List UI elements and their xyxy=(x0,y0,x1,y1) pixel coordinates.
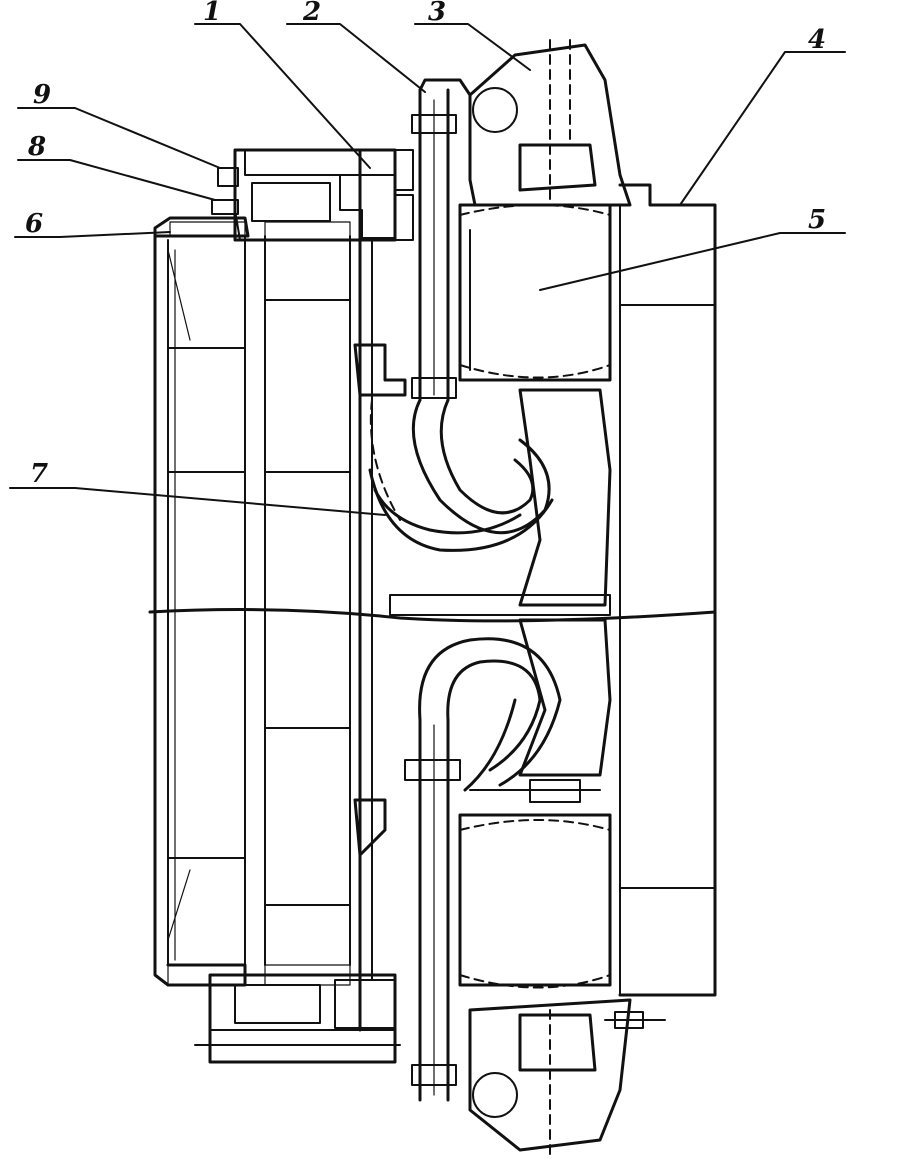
lower-casting xyxy=(468,998,666,1161)
callout-2: 2 xyxy=(302,0,321,27)
turbine-blade-upper xyxy=(458,203,612,382)
center-split-line xyxy=(148,608,717,623)
hook-tube-lower xyxy=(418,637,601,803)
housing-cover xyxy=(153,216,351,987)
callout-3: 3 xyxy=(428,0,446,27)
turbine-blade-lower xyxy=(458,813,612,989)
bottom-seal-felt xyxy=(234,984,321,1024)
callout-4: 4 xyxy=(808,25,826,55)
callout-7: 7 xyxy=(30,459,48,489)
top-seal-felt xyxy=(251,182,331,222)
shaft-plate xyxy=(353,148,414,1032)
callout-1: 1 xyxy=(203,0,221,27)
top-bearing-assembly xyxy=(211,148,397,242)
oil-tube-lower xyxy=(404,718,461,1102)
bottom-bearing-assembly xyxy=(194,973,401,1064)
stator-core xyxy=(389,388,612,777)
hook-tube-upper xyxy=(368,398,554,552)
oil-tube-upper xyxy=(411,78,472,402)
callout-6: 6 xyxy=(25,209,43,239)
leader-lines xyxy=(9,23,846,516)
outer-ring xyxy=(618,183,717,997)
upper-casting xyxy=(468,39,632,207)
callout-labels: 1 2 3 4 5 6 7 8 9 xyxy=(25,0,826,489)
callout-8: 8 xyxy=(27,132,46,162)
callout-5: 5 xyxy=(808,205,826,235)
callout-9: 9 xyxy=(33,80,51,110)
